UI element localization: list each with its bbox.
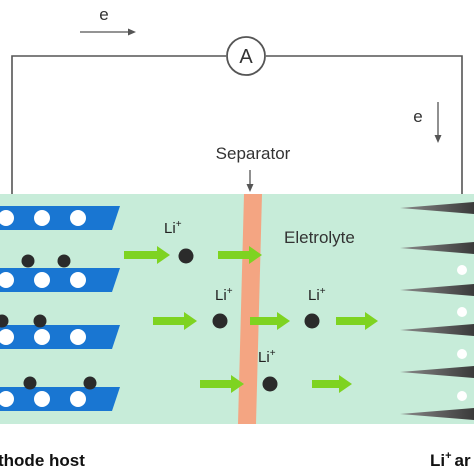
ion-dot (262, 376, 278, 392)
intercalated-ion (83, 376, 97, 390)
intercalated-ion (33, 314, 47, 328)
ion-label: Li+ (258, 348, 276, 366)
electron-arrow-top (80, 28, 136, 36)
anode-host (400, 202, 474, 420)
anode-layer (400, 242, 474, 254)
vacancy-site (70, 272, 86, 288)
cathode-layer (0, 268, 120, 292)
migration-arrow (336, 312, 378, 330)
vacancy-site (70, 391, 86, 407)
vacancy-site (34, 210, 50, 226)
electrolyte-label: Eletrolyte (284, 228, 355, 247)
external-circuit: A e e (11, 5, 463, 194)
ion-dot (178, 248, 194, 264)
ion-dot (212, 313, 228, 329)
vacancy-site (0, 272, 14, 288)
vacancy-site (70, 329, 86, 345)
cathode-layer (0, 325, 120, 349)
electron-label-right: e (413, 107, 422, 126)
cathode-layer (0, 206, 120, 230)
vacancy-site (0, 391, 14, 407)
li-ion: Li+ (304, 286, 326, 329)
ion-label: Li+ (308, 286, 326, 304)
cathode-layer (0, 387, 120, 411)
anode-site (457, 307, 467, 317)
circuit-wire-right (266, 55, 463, 194)
ion-label: Li+ (164, 219, 182, 237)
anode-layer (400, 202, 474, 214)
ion-migration-arrows (124, 246, 378, 393)
electron-arrow-right (434, 102, 442, 143)
migration-arrow (200, 375, 244, 393)
ammeter-label: A (239, 46, 253, 68)
vacancy-site (0, 329, 14, 345)
intercalated-ion (23, 376, 37, 390)
migration-arrow (153, 312, 197, 330)
electron-label-top: e (99, 5, 108, 24)
vacancy-site (34, 391, 50, 407)
migration-arrow (312, 375, 352, 393)
intercalated-ion (57, 254, 71, 268)
anode-site (457, 265, 467, 275)
anode-site (457, 391, 467, 401)
separator-label: Separator (216, 144, 291, 163)
vacancy-site (70, 210, 86, 226)
cathode-host (0, 206, 120, 411)
lithium-ions: Li+ Li+ Li+ Li+ (164, 219, 326, 392)
intercalated-ion (21, 254, 35, 268)
ammeter (226, 36, 266, 76)
anode-layer (400, 408, 474, 420)
vacancy-site (34, 272, 50, 288)
anode-layer (400, 366, 474, 378)
vacancy-site (0, 210, 14, 226)
migration-arrow (124, 246, 170, 264)
anode-layer (400, 324, 474, 336)
anode-label: Li+ar (430, 450, 471, 470)
li-ion: Li+ (258, 348, 278, 392)
ion-label: Li+ (215, 286, 233, 304)
li-ion: Li+ (212, 286, 233, 329)
cathode-host-label: thode host (0, 451, 85, 470)
anode-layer (400, 284, 474, 296)
circuit-wire (11, 55, 226, 194)
migration-arrow (218, 246, 262, 264)
ion-dot (304, 313, 320, 329)
migration-arrow (250, 312, 290, 330)
separator-pointer (246, 170, 254, 192)
li-ion: Li+ (164, 219, 194, 264)
anode-site (457, 349, 467, 359)
intercalated-ion (0, 314, 9, 328)
vacancy-site (34, 329, 50, 345)
